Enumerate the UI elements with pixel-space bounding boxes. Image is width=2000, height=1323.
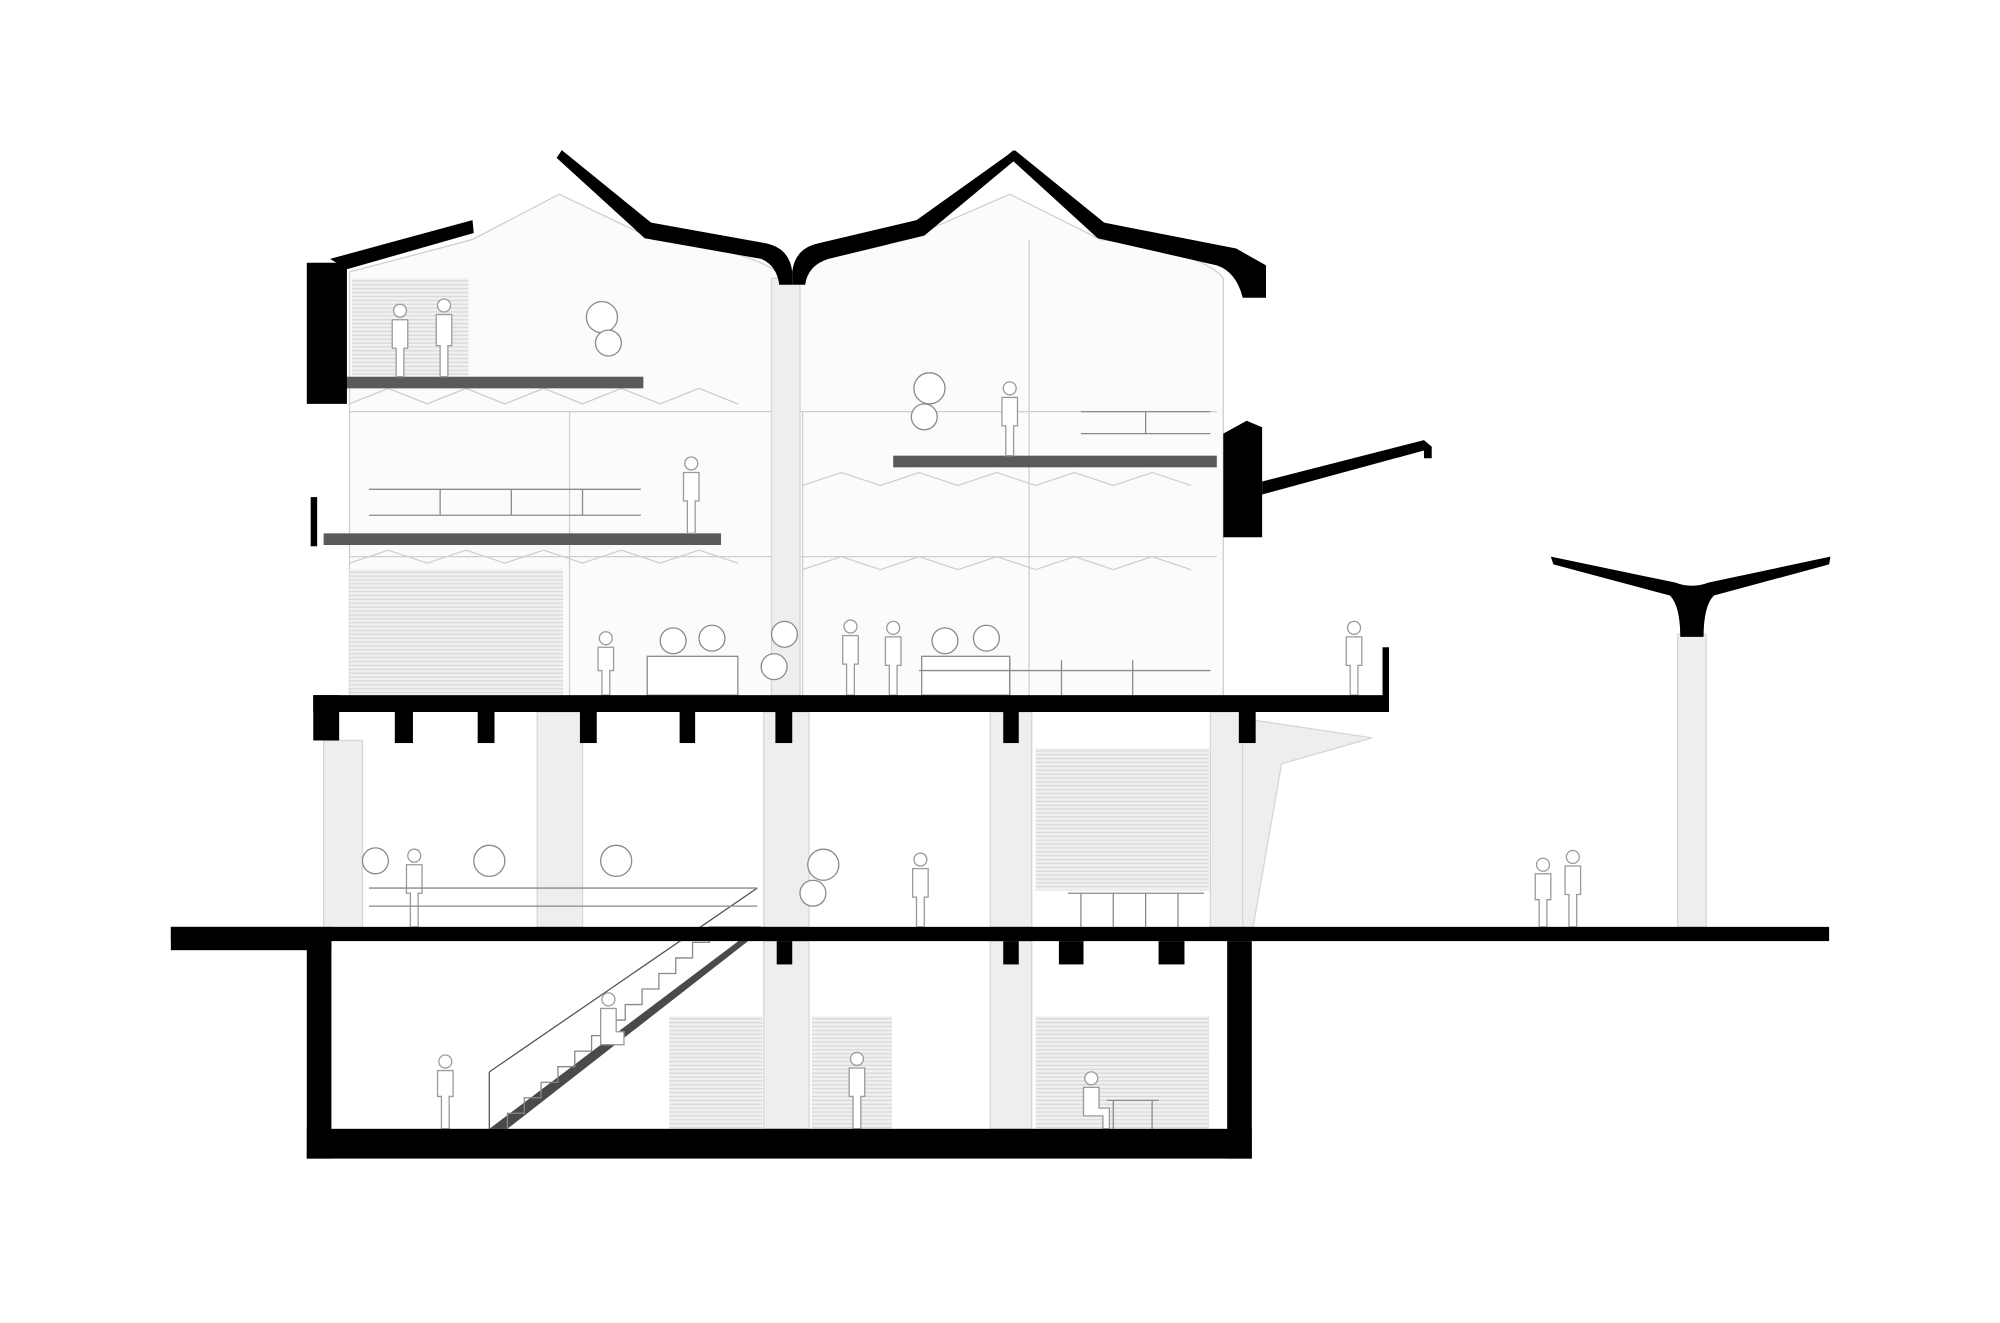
column (536, 711, 584, 928)
basement-wall-right (1227, 941, 1252, 1159)
person-silhouette (435, 298, 453, 378)
street-column (1677, 633, 1707, 928)
column (322, 739, 364, 929)
beam (679, 711, 696, 744)
slab-edge-left (313, 695, 340, 741)
column (989, 940, 1033, 1130)
person-silhouette (391, 303, 409, 378)
person-silhouette (911, 852, 929, 928)
mezzanine-floor-right (893, 455, 1217, 468)
plant-icon (361, 847, 389, 875)
plant-icon (760, 620, 799, 681)
column (989, 711, 1033, 928)
beam (776, 941, 793, 965)
desk-row (368, 488, 641, 516)
plant-icon (473, 844, 506, 878)
person-silhouette (682, 456, 700, 534)
hatched-wall-ground (1035, 748, 1210, 891)
person-silhouette (842, 619, 859, 696)
roof-slope-left (330, 220, 474, 270)
person-silhouette (1564, 849, 1582, 928)
plant-icon (931, 624, 1000, 655)
planter (646, 655, 739, 696)
roof-gable-2 (792, 150, 1018, 285)
beam (579, 711, 597, 744)
facade-wedge (1242, 717, 1373, 928)
roof-left-wall (306, 262, 347, 404)
ground-slab (170, 926, 1830, 942)
hatched-wall-basement-3 (1035, 1016, 1210, 1129)
upper-right-wall (1223, 420, 1263, 538)
person-silhouette (1534, 857, 1552, 928)
column (1209, 711, 1244, 928)
table-row (1067, 892, 1204, 927)
column (763, 940, 810, 1130)
planter (921, 655, 1011, 696)
basement-floor-slab (306, 1128, 1252, 1159)
mezzanine-floors (323, 376, 1217, 545)
beam (775, 711, 793, 744)
table (1106, 1099, 1159, 1129)
street-canopy-column (1550, 556, 1831, 637)
first-floor-slab (313, 695, 1389, 712)
roof-gable-1 (556, 150, 793, 285)
beam (1003, 941, 1019, 965)
person-silhouette (1001, 381, 1019, 457)
person-silhouette (1345, 620, 1363, 696)
railing (368, 887, 758, 907)
beam (477, 711, 495, 744)
facade-strip (310, 497, 318, 547)
plant-icon (585, 300, 623, 357)
desk-row (1080, 411, 1211, 435)
person-silhouette (600, 992, 625, 1046)
beam (1003, 711, 1019, 744)
mezzanine-floor-top (333, 376, 644, 389)
mezzanine-floor-left (323, 533, 722, 545)
beam (1158, 941, 1185, 965)
beam (1238, 711, 1256, 744)
parapet-right (1382, 647, 1389, 700)
plant-icon (910, 372, 946, 431)
plant-icon (659, 624, 726, 655)
hatched-wall-basement-1 (669, 1016, 763, 1129)
furniture-and-plants (361, 300, 1211, 1129)
basement-wall-left (306, 941, 332, 1159)
roof-gable-3 (1009, 150, 1267, 298)
beam (1058, 941, 1084, 965)
beam (394, 711, 413, 744)
canopy (1262, 440, 1432, 495)
hatched-wall-upper (349, 569, 564, 696)
plant-icon (600, 844, 633, 878)
desk-row (919, 660, 1211, 696)
plant-icon (799, 848, 840, 907)
person-silhouette (436, 1054, 454, 1130)
ground-slab-left-edge (170, 926, 332, 951)
cut-structure (170, 150, 1831, 1159)
